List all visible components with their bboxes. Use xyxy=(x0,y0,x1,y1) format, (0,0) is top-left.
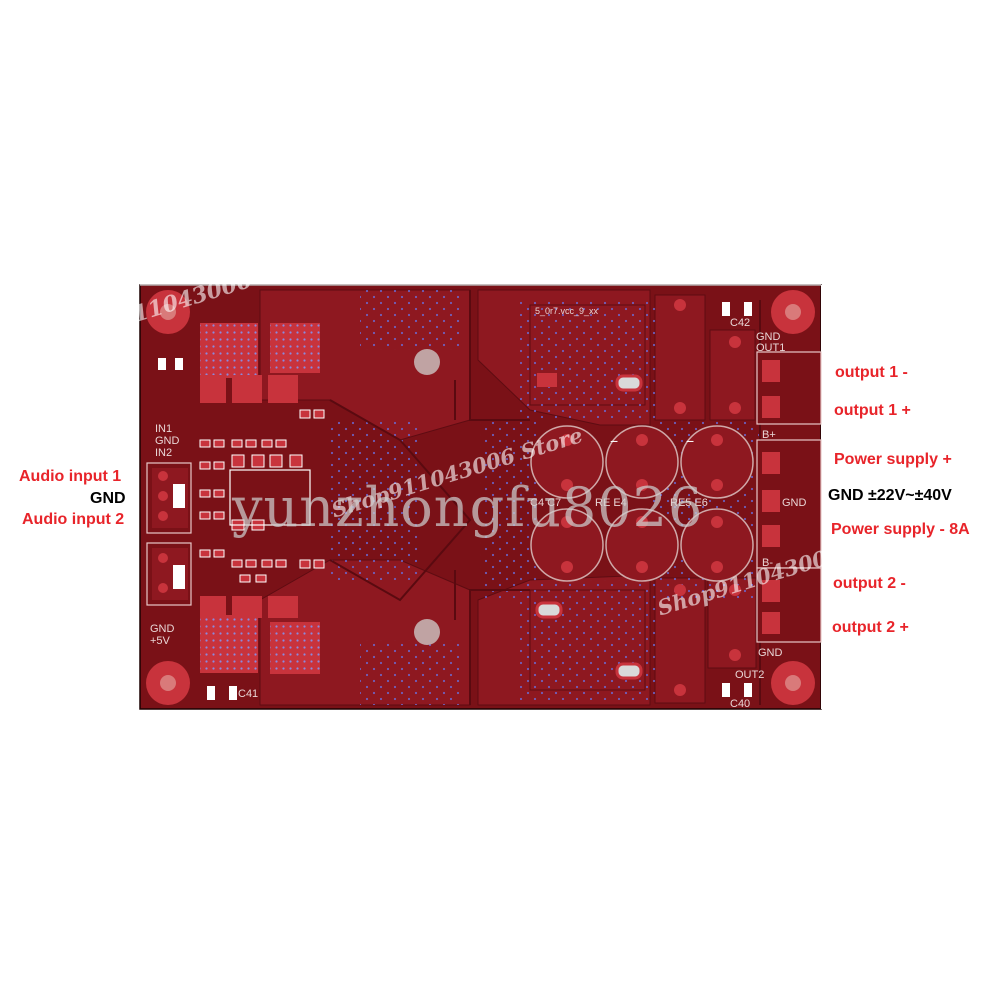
label-output-2-minus: output 2 - xyxy=(833,575,906,592)
silk-5v: +5V xyxy=(150,635,171,647)
silk-in2: IN2 xyxy=(155,447,172,459)
label-output-1-minus: output 1 - xyxy=(835,364,908,381)
silk-caps-mid: RE E4 xyxy=(595,497,627,509)
transistor-pads xyxy=(535,299,741,696)
label-output-1-plus: output 1 + xyxy=(834,402,911,419)
silk-caps-right: RE5 E6 xyxy=(670,497,708,509)
silk-out1: OUT1 xyxy=(756,342,785,354)
silk-part-no: 5_0r7.vcc_9_xx xyxy=(535,306,599,316)
power-pads xyxy=(200,323,320,674)
terminal-block-power xyxy=(756,439,822,569)
input-connector-top xyxy=(146,462,192,534)
silk-bminus: B- xyxy=(762,557,773,569)
label-audio-input-1: Audio input 1 xyxy=(19,468,122,485)
label-power-supply-minus: Power supply - 8A xyxy=(831,521,970,538)
silk-gnd-out2: GND xyxy=(758,647,783,659)
mounting-holes xyxy=(146,290,815,705)
silk-gnd-low: GND xyxy=(150,623,175,635)
silk-c41: C41 xyxy=(238,688,258,700)
terminal-block-out2 xyxy=(756,567,822,643)
silk-c42: C42 xyxy=(730,317,750,329)
label-gnd-left: GND xyxy=(90,490,126,507)
svg-text:−: − xyxy=(610,433,618,449)
input-connector-bottom xyxy=(146,542,192,606)
silk-gnd: GND xyxy=(155,435,180,447)
silk-gnd-mid: GND xyxy=(782,497,807,509)
electrolytic-capacitors xyxy=(530,425,754,582)
capacitor-pads xyxy=(561,434,723,573)
amplifier-ic-outline xyxy=(229,469,311,526)
label-audio-input-2: Audio input 2 xyxy=(22,511,125,528)
label-power-supply-plus: Power supply + xyxy=(834,451,952,468)
label-output-2-plus: output 2 + xyxy=(832,619,909,636)
silk-gnd-out1: GND xyxy=(756,331,781,343)
terminal-block-out1 xyxy=(756,351,822,425)
silk-c40: C40 xyxy=(730,698,750,710)
silk-out2: OUT2 xyxy=(735,669,764,681)
watermark-brand: yunzhongfu8026 xyxy=(232,476,704,539)
silk-caps-left: C4 C7 xyxy=(530,497,561,509)
label-gnd-voltage: GND ±22V~±40V xyxy=(828,487,952,504)
silk-bplus: B+ xyxy=(762,429,776,441)
svg-text:−: − xyxy=(686,433,694,449)
silk-in1: IN1 xyxy=(155,423,172,435)
small-capacitors xyxy=(158,302,752,700)
